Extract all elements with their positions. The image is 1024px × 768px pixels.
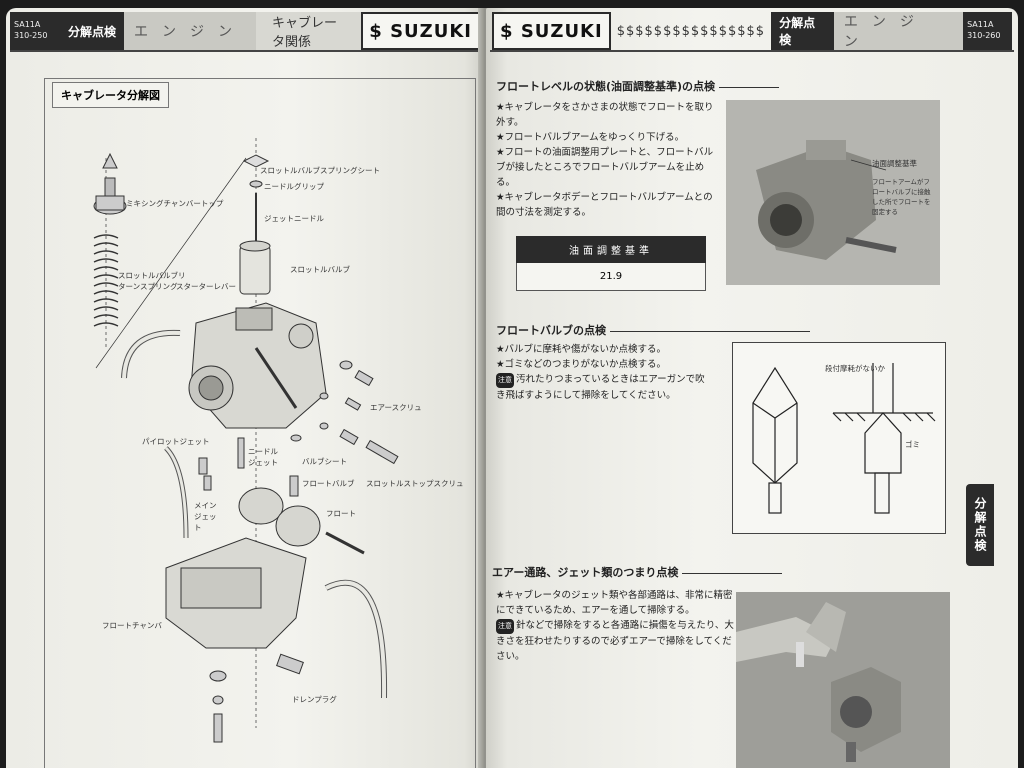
model-code: SA11A 310-250	[10, 12, 60, 50]
step: ★キャブレータのジェット類や各部通路は、非常に精密にできているため、エアーを通し…	[496, 590, 733, 616]
caution-note: 注意汚れたりつまっているときはエアーガンで吹き飛ばすようにして掃除をしてください…	[496, 373, 705, 401]
spec-value: 21.9	[516, 263, 706, 291]
label-mixing-chamber-top: ミキシングチャンバートップ	[126, 199, 224, 208]
category-label: エンジン	[833, 12, 964, 50]
label-pilot-jet: パイロットジェット	[142, 437, 210, 446]
model-code: SA11A 310-260	[963, 12, 1012, 50]
caution-icon: 注意	[496, 373, 514, 388]
carburetor-photo-illustration	[726, 100, 940, 285]
category-label: エンジン	[124, 12, 257, 50]
brand-logo: $ SUZUKI	[492, 12, 611, 50]
label-air-screw: エアースクリュ	[370, 403, 422, 412]
figure-label-wear: 段付摩耗がないか	[825, 364, 885, 373]
label-starter-lever: スターターレバー	[176, 282, 236, 291]
label-float-valve: フロートバルブ	[302, 479, 355, 488]
label-main-jet: メインジェット	[194, 501, 217, 532]
step: ★キャブレータをさかさまの状態でフロートを取り外す。	[496, 102, 714, 128]
decorative-dollar-strip: $$$$$$$$$$$$$$$$	[616, 23, 766, 39]
spec-header: 油面調整基準	[516, 236, 706, 263]
right-page-header: $ SUZUKI $$$$$$$$$$$$$$$$ 分解点検 エンジン SA11…	[492, 12, 1012, 50]
air-gun-photo-illustration	[736, 592, 950, 768]
jets-photo	[736, 592, 950, 768]
step: ★フロートバルブアームをゆっくり下げる。	[496, 132, 685, 143]
label-valve-seat: バルブシート	[302, 457, 347, 466]
diagram-frame	[44, 78, 476, 768]
section-side-tab: 分解点検	[966, 484, 994, 566]
float-valve-figure: 段付摩耗がないか ゴミ	[732, 342, 946, 534]
float-level-photo: 油面調整基準 フロートアームがフロートバルブに接触した所でフロートを固定する	[726, 100, 940, 285]
diagram-title: キャブレータ分解図	[52, 82, 169, 108]
left-page: SA11A 310-250 分解点検 エンジン キャブレータ関係 $ SUZUK…	[6, 8, 484, 768]
photo-label-spec: 油面調整基準	[872, 159, 917, 168]
section-label: 分解点検	[60, 12, 125, 50]
photo-label-fix-float: フロートアームがフロートバルブに接触した所でフロートを固定する	[872, 178, 931, 216]
label-needle-jet: ニードルジェット	[248, 447, 278, 467]
caution-note: 注意針などで掃除をすると各通路に損傷を与えたり、大きさを狂わせたりするので必ずエ…	[496, 619, 734, 662]
label-needle-clip: ニードルグリップ	[264, 182, 324, 191]
jets-steps: ★キャブレータのジェット類や各部通路は、非常に精密にできているため、エアーを通し…	[496, 588, 736, 664]
header-rule	[10, 50, 480, 52]
label-throttle-valve: スロットルバルブ	[290, 265, 350, 274]
throttle-valve	[239, 245, 271, 295]
label-throttle-spring-seat: スロットルバルブスプリングシート	[260, 166, 380, 175]
carburetor-exploded-diagram	[93, 138, 399, 743]
label-throttle-return-spring: スロットルバルブリターンスプリング	[118, 271, 186, 291]
subsection-label: キャブレータ関係	[256, 12, 362, 50]
float	[238, 487, 284, 525]
spring-seat	[242, 154, 270, 168]
float-level-steps: ★キャブレータをさかさまの状態でフロートを取り外す。 ★フロートバルブアームをゆ…	[496, 100, 718, 220]
label-drain-plug: ドレンプラグ	[292, 695, 337, 704]
label-throttle-stop-screw: スロットルストップスクリュ	[366, 479, 464, 488]
label-float-chamber: フロートチャンバ	[102, 621, 162, 630]
float-valve-steps: ★バルブに摩耗や傷がないか点検する。 ★ゴミなどのつまりがないか点検する。 注意…	[496, 342, 706, 403]
dollar-icon: $	[500, 20, 514, 42]
header-rule	[490, 50, 1014, 52]
jets-heading: エアー通路、ジェット類のつまり点検	[492, 564, 783, 580]
label-float: フロート	[326, 509, 356, 518]
figure-label-debris: ゴミ	[905, 440, 920, 449]
right-page: $ SUZUKI $$$$$$$$$$$$$$$$ 分解点検 エンジン SA11…	[486, 8, 1018, 768]
float-level-heading: フロートレベルの状態(油面調整基準)の点検	[496, 78, 780, 94]
label-jet-needle: ジェットニードル	[264, 214, 324, 223]
dollar-icon: $	[369, 20, 383, 42]
step: ★フロートの油面調整用プレートと、フロートバルブが接したところでフロートバルブア…	[496, 147, 714, 188]
caution-icon: 注意	[496, 619, 514, 634]
step: ★ゴミなどのつまりがないか点検する。	[496, 359, 667, 370]
step: ★バルブに摩耗や傷がないか点検する。	[496, 344, 667, 355]
step: ★キャブレータボデーとフロートバルブアームとの間の寸法を測定する。	[496, 192, 713, 218]
float-valve-illustration	[752, 363, 936, 514]
float-valve-heading: フロートバルブの点検	[496, 322, 810, 338]
float-level-spec-table: 油面調整基準 21.9	[516, 236, 706, 291]
section-label: 分解点検	[771, 12, 834, 50]
